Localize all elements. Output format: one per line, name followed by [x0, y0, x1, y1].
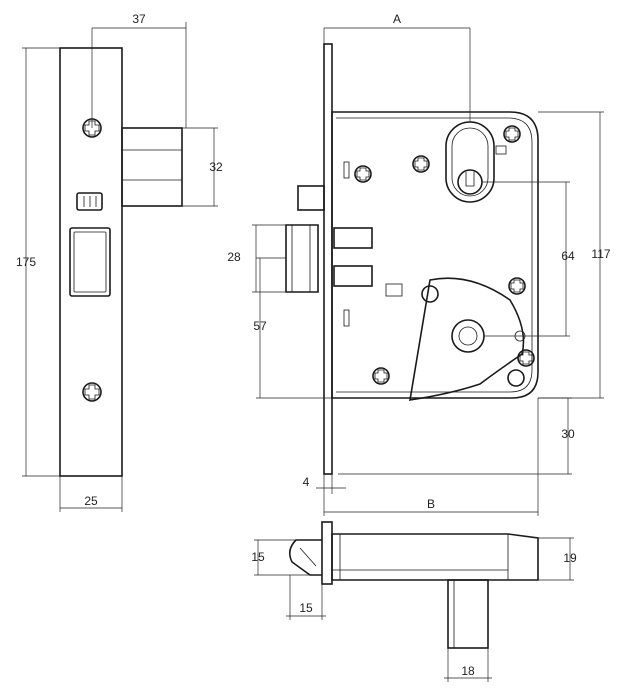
deadbolt-side — [121, 127, 183, 207]
deadbolt — [297, 185, 325, 211]
inner-bolt-upper — [333, 227, 373, 249]
top-case — [331, 533, 539, 581]
bottom-screw-icon — [82, 382, 102, 402]
dim-37: 37 — [132, 12, 146, 26]
latch-opening — [69, 227, 111, 297]
spindle-hole — [451, 319, 485, 353]
small-slot — [76, 192, 103, 211]
lock-case — [331, 111, 539, 399]
case-screw-icon — [412, 155, 430, 173]
dim-175: 175 — [16, 255, 36, 269]
dim-117: 117 — [591, 247, 610, 261]
top-latch — [288, 539, 322, 576]
slot-2 — [343, 309, 350, 327]
faceplate-front-view: 37 32 175 25 — [16, 12, 223, 512]
slot-1 — [343, 161, 350, 179]
case-screw-icon — [517, 349, 535, 367]
dim-18: 18 — [461, 664, 475, 678]
dim-25: 25 — [84, 494, 98, 508]
dim-A: A — [393, 12, 401, 26]
case-screw-icon — [503, 125, 521, 143]
hub-plate — [409, 277, 525, 401]
inner-bolt-lower — [333, 265, 373, 287]
dim-4: 4 — [303, 475, 310, 489]
lock-body-view: A 117 64 28 57 30 4 B — [227, 12, 611, 516]
faceplate-edge — [323, 43, 333, 475]
dim-B: B — [427, 497, 435, 511]
spindle — [447, 579, 489, 649]
dim-30: 30 — [561, 427, 575, 441]
cylinder-keyhole-icon — [445, 121, 495, 203]
small-square — [385, 283, 403, 297]
case-screw-icon — [372, 367, 390, 385]
faceplate-outline — [59, 47, 123, 477]
top-faceplate — [321, 521, 333, 585]
dim-32: 32 — [209, 160, 223, 174]
dim-57: 57 — [253, 319, 267, 333]
case-screw-icon — [354, 165, 372, 183]
latch-tongue — [285, 224, 319, 293]
case-screw-icon — [508, 277, 526, 295]
dim-28: 28 — [227, 250, 241, 264]
dim-64: 64 — [561, 249, 575, 263]
lock-top-view: 15 15 19 18 — [251, 521, 577, 682]
dim-15-width: 15 — [299, 601, 313, 615]
dim-19: 19 — [563, 551, 577, 565]
dim-15-height: 15 — [251, 550, 265, 564]
